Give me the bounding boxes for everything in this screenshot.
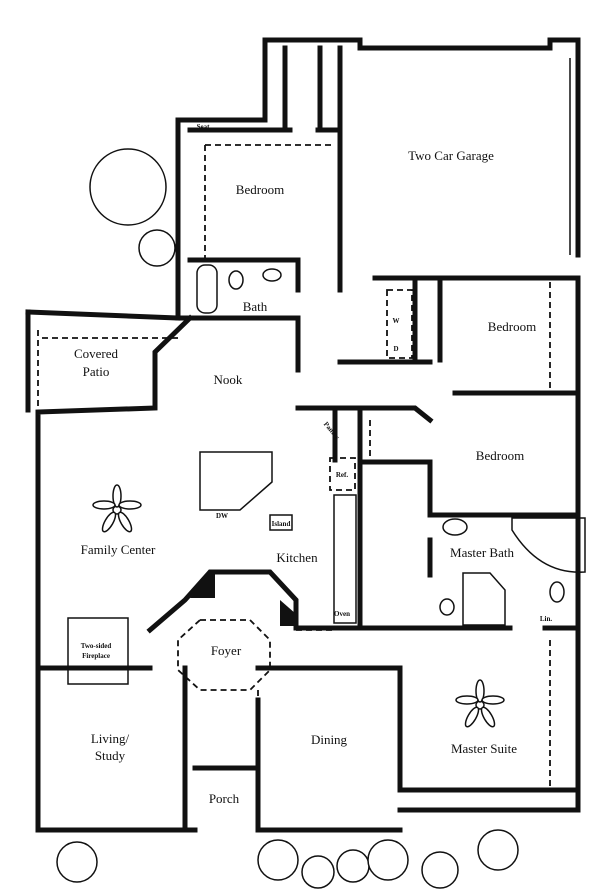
- label-island: Island: [272, 520, 291, 528]
- label-dining: Dining: [311, 732, 348, 747]
- label-ref: Ref.: [336, 471, 348, 479]
- label-bedroom: Bedroom: [236, 182, 284, 197]
- label-washer: W: [393, 317, 400, 325]
- label-bedroom: Bedroom: [476, 448, 524, 463]
- bathtub: [196, 264, 218, 314]
- label-dw: DW: [216, 512, 228, 520]
- label-garage: Two Car Garage: [408, 148, 494, 163]
- fan-icon: [455, 679, 505, 728]
- tree-icon: [301, 855, 335, 889]
- corner-tub: [511, 517, 586, 573]
- sink-master: [549, 581, 565, 603]
- fireplace: [67, 617, 129, 685]
- label-patio: Patio: [83, 364, 110, 379]
- tub-master: [442, 518, 468, 536]
- trees: [56, 148, 519, 889]
- label-master-bath: Master Bath: [450, 545, 514, 560]
- dashed-lines: [37, 144, 551, 790]
- label-family-center: Family Center: [81, 542, 156, 557]
- label-bedroom: Bedroom: [488, 319, 536, 334]
- sink: [262, 268, 282, 282]
- label-kitchen: Kitchen: [276, 550, 318, 565]
- label-study: Study: [95, 748, 126, 763]
- tree-icon: [336, 849, 370, 883]
- label-linen: Lin.: [540, 615, 553, 623]
- label-pantry: Pantry: [322, 420, 342, 441]
- label-nook: Nook: [214, 372, 243, 387]
- tree-icon: [421, 851, 459, 889]
- label-foyer: Foyer: [211, 643, 242, 658]
- foyer-closet-fill: [190, 572, 215, 598]
- ceiling-fans: [92, 484, 505, 728]
- foyer-closet-fill-2: [280, 600, 296, 626]
- tree-icon: [477, 829, 519, 871]
- tree-icon: [367, 839, 409, 881]
- kitchen-counter: [199, 451, 273, 511]
- label-fireplace: Fireplace: [82, 652, 110, 660]
- label-porch: Porch: [209, 791, 240, 806]
- washer-dryer: [386, 289, 413, 359]
- toilet: [228, 270, 244, 290]
- label-dryer: D: [393, 345, 398, 353]
- toilet-master: [439, 598, 455, 616]
- kitchen-counter-right: [333, 494, 357, 624]
- tree-icon: [56, 841, 98, 883]
- fixtures: [67, 264, 586, 685]
- label-bath: Bath: [243, 299, 268, 314]
- label-fireplace: Two-sided: [81, 642, 112, 650]
- room-labels: Two Car Garage Bedroom Bedroom Bedroom B…: [74, 148, 536, 806]
- label-patio: Covered: [74, 346, 119, 361]
- label-seat: Seat: [197, 123, 211, 131]
- walls: [25, 37, 581, 833]
- tree-icon: [257, 839, 299, 881]
- tree-icon: [89, 148, 167, 226]
- tree-icon: [138, 229, 176, 267]
- label-master-suite: Master Suite: [451, 741, 517, 756]
- shower: [462, 572, 506, 626]
- fan-icon: [92, 484, 142, 533]
- island: [269, 514, 293, 531]
- refrigerator: [329, 457, 356, 491]
- label-oven: Oven: [334, 610, 350, 618]
- label-living: Living/: [91, 731, 130, 746]
